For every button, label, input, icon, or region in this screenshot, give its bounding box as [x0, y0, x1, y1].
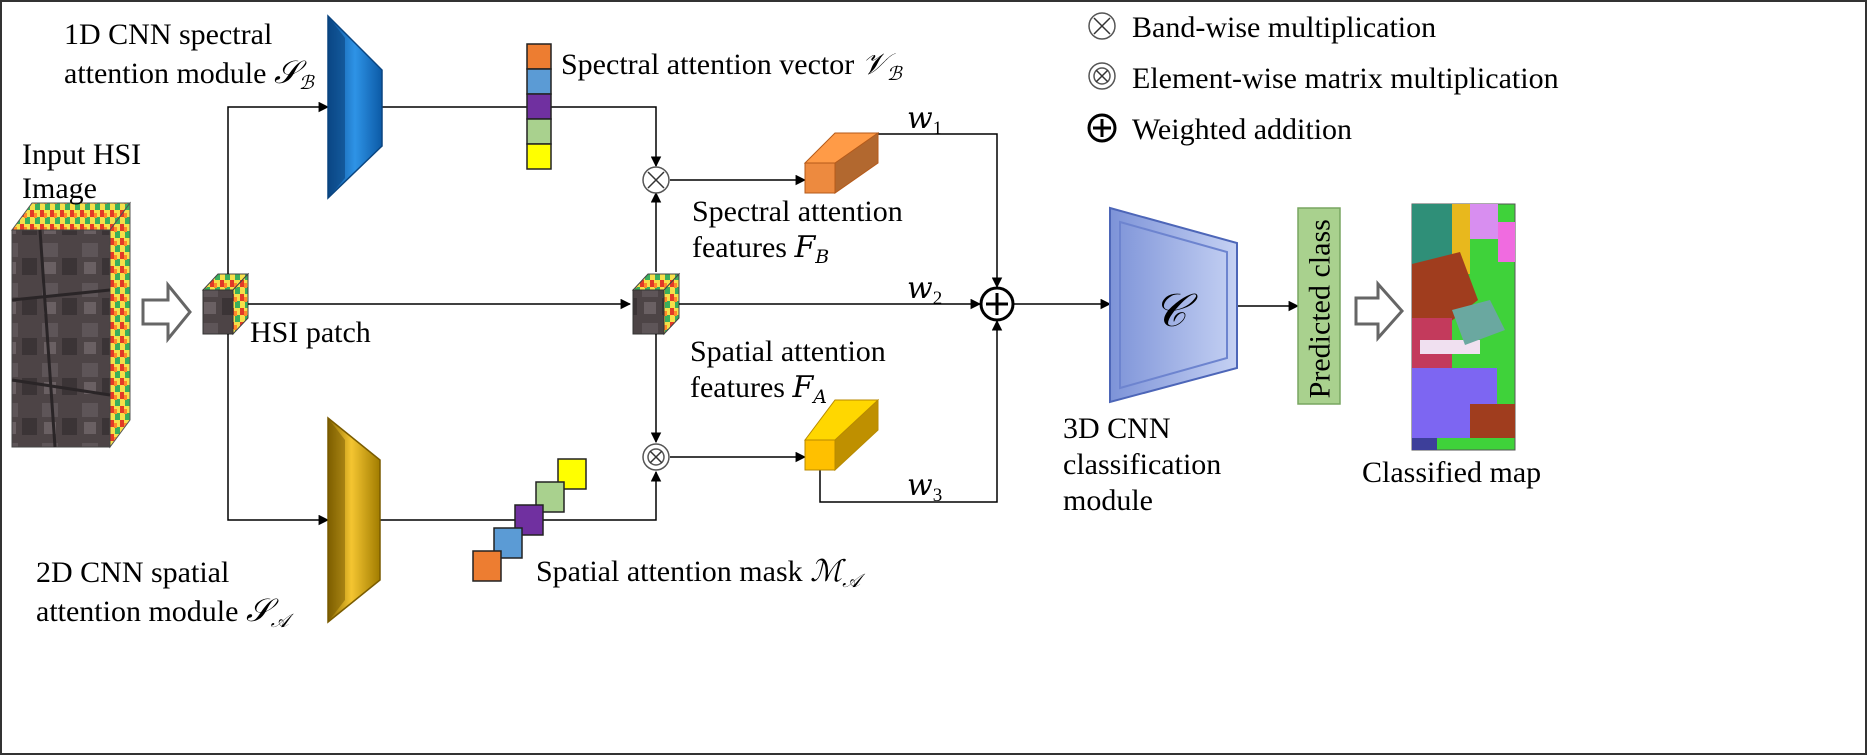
- vector-cell: [526, 143, 552, 170]
- input-hsi-label-line2: Image: [22, 172, 97, 205]
- legend-item-band-wise: Band-wise multiplication: [1132, 11, 1437, 44]
- classifier-label-line1: 3D CNN: [1063, 412, 1171, 445]
- spatial-features-label-line1: Spatial attention: [690, 335, 886, 368]
- classifier-symbol: 𝒞: [1153, 283, 1187, 337]
- mask-cell: [557, 458, 587, 490]
- circle-times-bold-icon: [1088, 62, 1116, 90]
- spatial-attention-mask: [472, 458, 587, 582]
- spectral-module-label-line2: attention module 𝒮ℬ: [64, 53, 314, 94]
- classified-map: [1411, 203, 1516, 451]
- mask-cell: [472, 550, 502, 582]
- spatial-module-label-line1: 2D CNN spatial: [36, 556, 230, 589]
- predicted-class-box: [1297, 207, 1341, 405]
- middle-patch-cube: [631, 272, 681, 336]
- band-wise-multiplication-op: [642, 166, 670, 194]
- spatial-mask-label: Spatial attention mask ℳ𝒜: [536, 554, 861, 592]
- spectral-module-label-line1: 1D CNN spectral: [64, 18, 273, 51]
- circle-plus-icon: [1087, 113, 1117, 143]
- spatial-attention-module: [327, 416, 381, 624]
- vector-cell: [526, 43, 552, 70]
- classifier-label-line3: module: [1063, 484, 1153, 517]
- classifier-label-line2: classification: [1063, 448, 1222, 481]
- input-hsi-label-line1: Input HSI: [22, 138, 142, 171]
- spatial-features-cuboid: [804, 398, 879, 472]
- input-arrow: [141, 280, 192, 344]
- spectral-features-label-line1: Spectral attention: [692, 195, 903, 228]
- predicted-class-label: Predicted class: [1303, 219, 1337, 399]
- spectral-features-cuboid: [803, 132, 880, 194]
- spatial-features-label-line2: features FA: [690, 370, 827, 408]
- weight-1-label: w1: [907, 101, 943, 139]
- hsi-patch-label: HSI patch: [250, 316, 371, 349]
- vector-cell: [526, 93, 552, 120]
- vector-cell: [526, 68, 552, 95]
- weight-2-label: w2: [907, 271, 943, 309]
- classification-module: [1109, 206, 1238, 404]
- output-arrow: [1354, 280, 1405, 342]
- weight-3-label: w3: [907, 468, 943, 506]
- hsi-patch-cube: [201, 272, 250, 336]
- input-hsi-cube: [11, 201, 131, 449]
- vector-cell: [526, 118, 552, 145]
- spatial-module-label-line2: attention module 𝒮𝒜: [36, 591, 289, 632]
- element-wise-multiplication-op: [642, 443, 670, 471]
- weighted-addition-op: [979, 286, 1015, 322]
- classified-map-label: Classified map: [1362, 456, 1542, 489]
- connections: [227, 101, 1300, 526]
- legend-item-element-wise: Element-wise matrix multiplication: [1132, 62, 1559, 95]
- spectral-attention-vector: [526, 43, 552, 170]
- spectral-features-label-line2: features FB: [692, 230, 830, 268]
- circle-times-icon: [1088, 12, 1116, 40]
- legend-item-weighted-addition: Weighted addition: [1132, 113, 1353, 146]
- spectral-attention-module: [327, 14, 383, 200]
- spectral-vector-label: Spectral attention vector 𝒱ℬ: [561, 47, 902, 85]
